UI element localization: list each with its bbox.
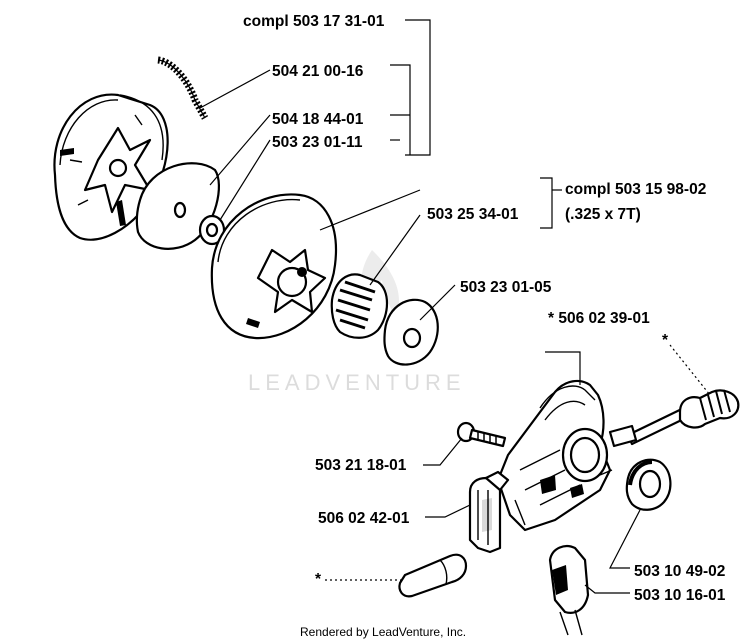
oil-pump-body bbox=[496, 379, 613, 532]
worm-shaft bbox=[608, 389, 740, 448]
label-screw: 503 21 18-01 bbox=[315, 457, 407, 474]
footer-credit: Rendered by LeadVenture, Inc. bbox=[300, 625, 466, 639]
label-fitting: 503 10 16-01 bbox=[634, 587, 726, 604]
label-oil-pump: * 506 02 39-01 bbox=[548, 310, 650, 327]
watermark-text: LEADVENTURE bbox=[248, 370, 466, 395]
needle-bearing bbox=[330, 273, 389, 339]
label-star-pin: * bbox=[315, 571, 322, 588]
label-needle-bearing: 503 25 34-01 bbox=[427, 206, 519, 223]
pin bbox=[398, 553, 468, 598]
label-small-washer: 503 23 01-11 bbox=[272, 134, 363, 151]
label-compl-drum: compl 503 15 98-02 bbox=[565, 181, 706, 198]
label-star-worm: * bbox=[662, 332, 669, 349]
seal-ring bbox=[625, 458, 672, 511]
guide-block bbox=[468, 470, 510, 554]
spring bbox=[157, 56, 209, 120]
label-washer-plate: 504 18 44-01 bbox=[272, 111, 364, 128]
clutch-drum bbox=[210, 193, 338, 340]
label-drum-spec: (.325 x 7T) bbox=[565, 206, 641, 223]
label-spring: 504 21 00-16 bbox=[272, 63, 364, 80]
small-washer bbox=[198, 214, 226, 246]
labels: compl 503 17 31-01 504 21 00-16 504 18 4… bbox=[243, 13, 726, 604]
oil-pump-assembly bbox=[398, 379, 740, 636]
clutch-assembly bbox=[53, 56, 439, 366]
screw bbox=[456, 421, 507, 448]
label-washer: 503 23 01-05 bbox=[460, 279, 552, 296]
washer-plate bbox=[135, 162, 220, 250]
label-seal: 503 10 49-02 bbox=[634, 563, 725, 580]
label-guide: 506 02 42-01 bbox=[318, 510, 410, 527]
leader-lines bbox=[199, 19, 711, 594]
label-compl-clutch: compl 503 17 31-01 bbox=[243, 13, 385, 30]
hose-fitting bbox=[548, 544, 590, 636]
